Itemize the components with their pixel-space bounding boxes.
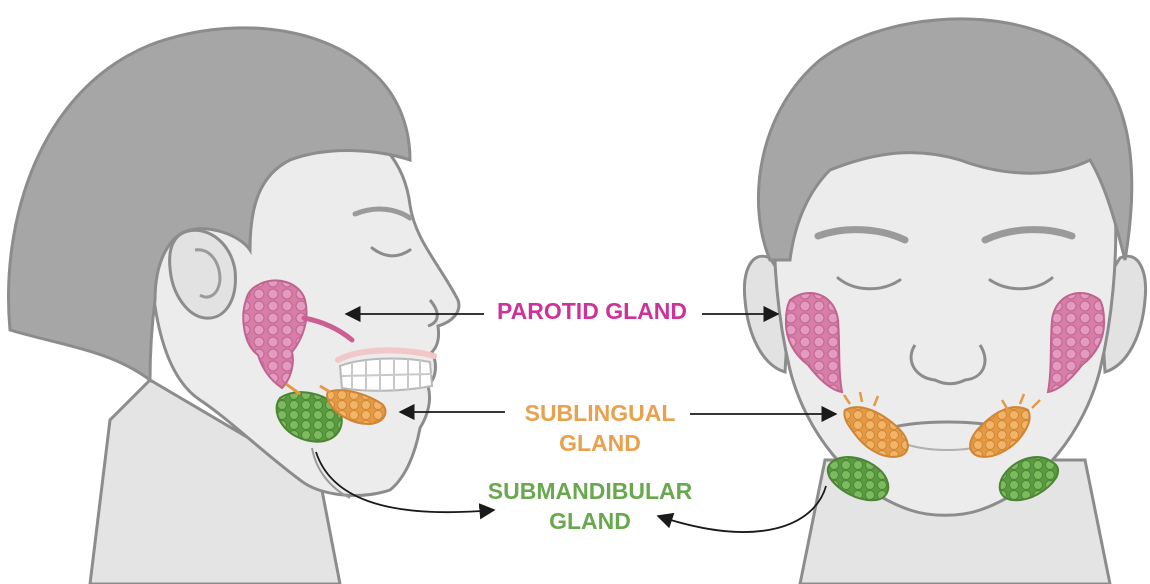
sublingual-line1: SUBLINGUAL (505, 398, 695, 428)
submandibular-line2: GLAND (470, 506, 710, 536)
parotid-gland-label: PAROTID GLAND (484, 296, 700, 326)
submandibular-gland-label: SUBMANDIBULAR GLAND (470, 476, 710, 536)
sublingual-gland-label: SUBLINGUAL GLAND (505, 398, 695, 458)
sublingual-line2: GLAND (505, 428, 695, 458)
parotid-gland-text: PAROTID GLAND (497, 298, 687, 324)
submandibular-line1: SUBMANDIBULAR (470, 476, 710, 506)
profile-head (9, 28, 459, 584)
